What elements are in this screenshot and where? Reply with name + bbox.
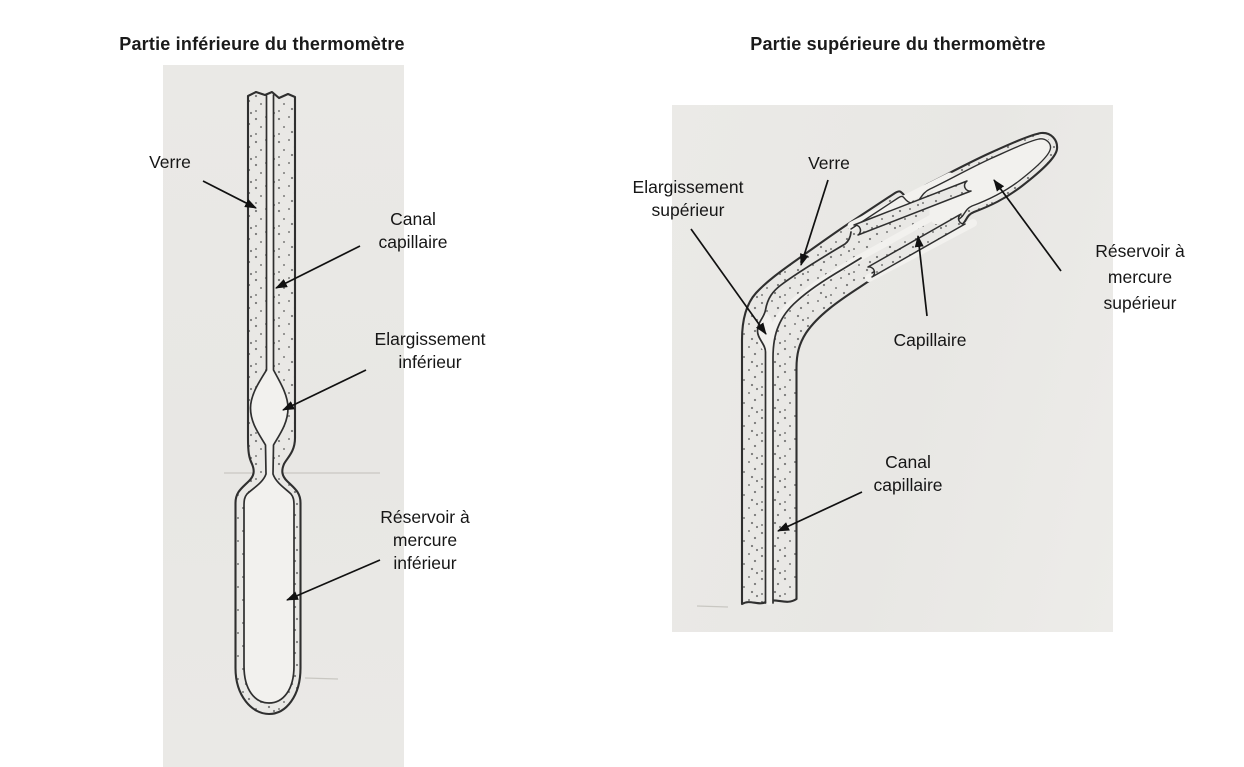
label-elargissement-superieur: Elargissement supérieur bbox=[608, 176, 768, 222]
label-reservoir-mercure-inferieur: Réservoir à mercure inférieur bbox=[355, 506, 495, 575]
label-line: Réservoir à bbox=[380, 507, 470, 527]
label-reservoir-mercure-superieur: Réservoir à mercure supérieur bbox=[1070, 238, 1210, 316]
label-line: Canal bbox=[390, 209, 436, 229]
label-line: inférieur bbox=[393, 553, 457, 573]
label-line: capillaire bbox=[873, 475, 943, 495]
label-line: Elargissement bbox=[632, 177, 744, 197]
label-line: mercure bbox=[392, 530, 458, 550]
label-elargissement-inferieur: Elargissement inférieur bbox=[350, 328, 510, 374]
label-line: supérieur bbox=[651, 200, 725, 220]
label-line: Elargissement bbox=[374, 329, 486, 349]
label-line: supérieur bbox=[1103, 293, 1177, 313]
label-line: mercure bbox=[1107, 267, 1173, 287]
label-verre-right: Verre bbox=[808, 153, 850, 173]
label-line: Canal bbox=[885, 452, 931, 472]
label-verre-left: Verre bbox=[149, 152, 191, 172]
label-canal-capillaire-left: Canal capillaire bbox=[353, 208, 473, 254]
label-canal-capillaire-right: Canal capillaire bbox=[848, 451, 968, 497]
label-capillaire-right: Capillaire bbox=[893, 330, 967, 350]
left-figure-title: Partie inférieure du thermomètre bbox=[119, 34, 405, 54]
label-line: capillaire bbox=[378, 232, 448, 252]
right-figure-title: Partie supérieure du thermomètre bbox=[750, 34, 1046, 54]
label-line: inférieur bbox=[398, 352, 462, 372]
label-line: Réservoir à bbox=[1095, 241, 1185, 261]
